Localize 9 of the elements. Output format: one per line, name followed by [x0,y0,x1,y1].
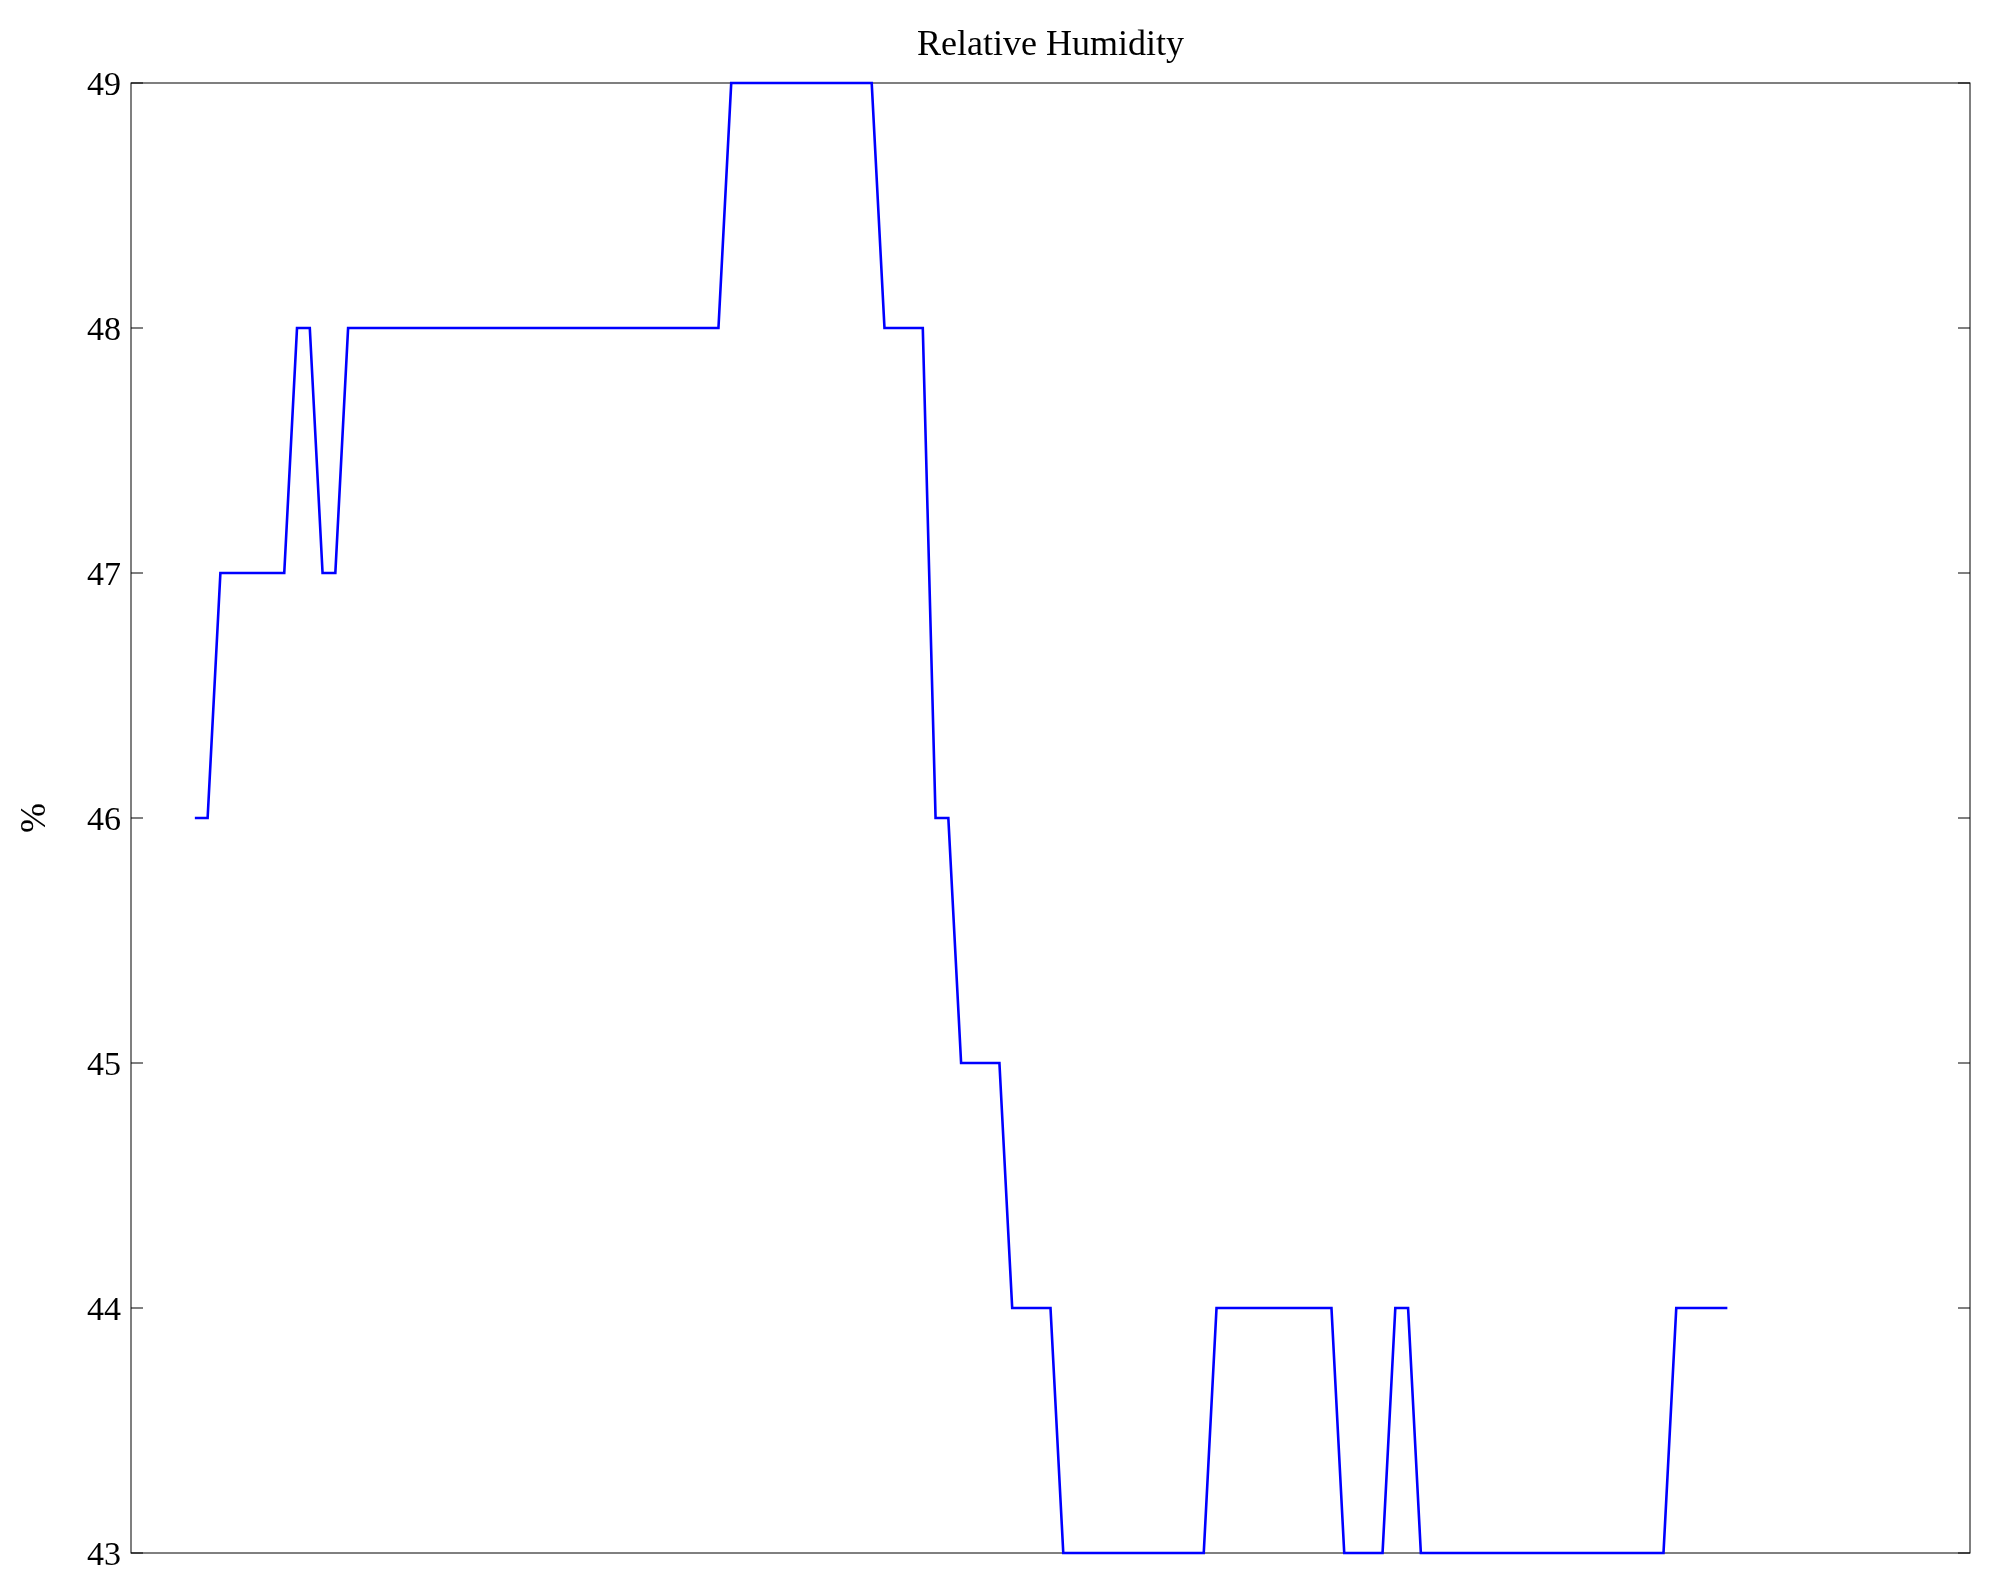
y-tick-label: 47 [87,554,121,592]
y-axis-label: % [13,803,53,833]
y-tick-label: 49 [87,64,121,102]
y-tick-label: 44 [87,1289,121,1327]
y-tick-label: 48 [87,309,121,347]
y-tick-label: 45 [87,1044,121,1082]
y-tick-label: 43 [87,1534,121,1572]
chart-title: Relative Humidity [917,23,1184,63]
y-tick-label: 46 [87,799,121,837]
